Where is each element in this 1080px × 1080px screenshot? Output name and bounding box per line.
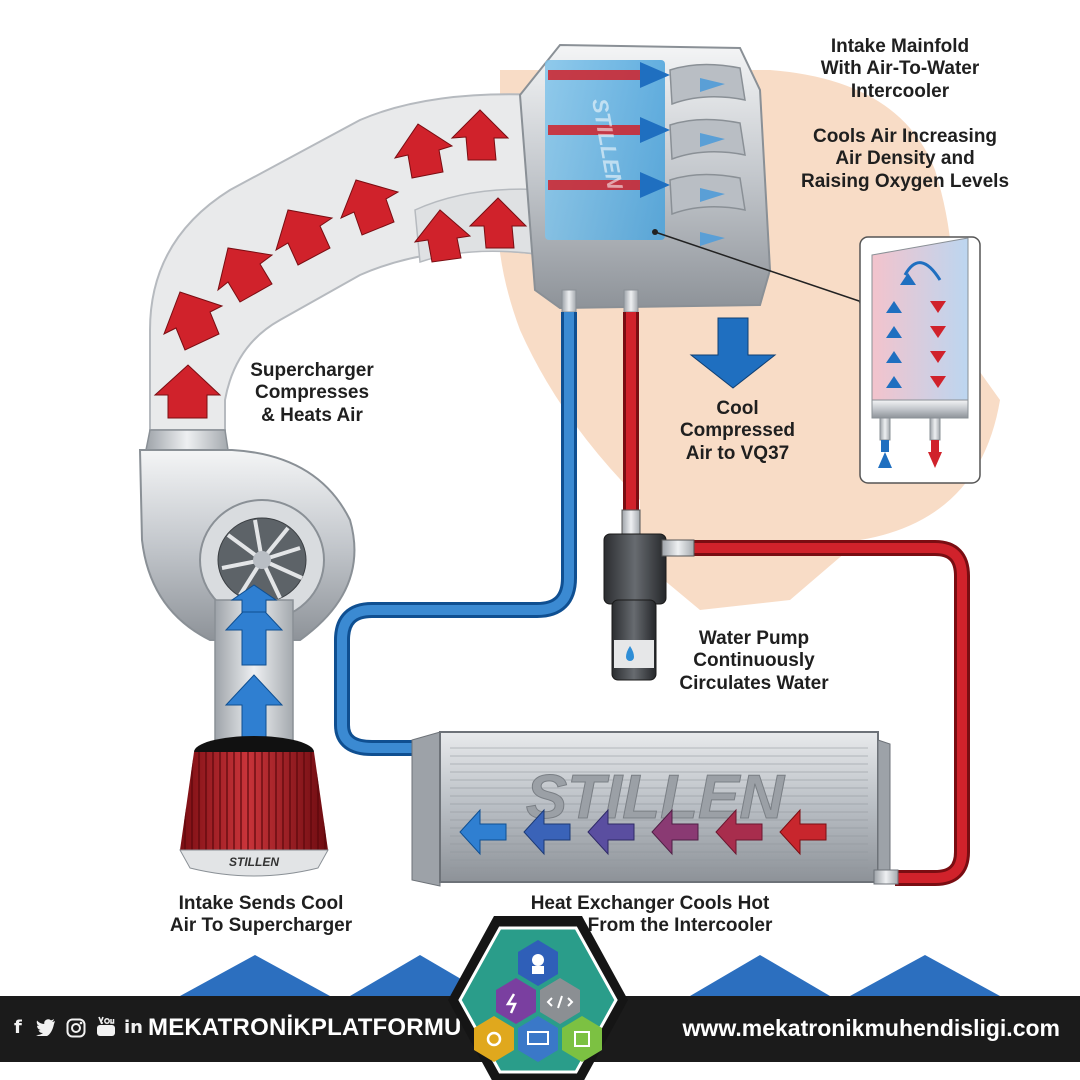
cool-air-label: Cool Compressed Air to VQ37	[660, 398, 815, 465]
cools-label-line: Air Density and	[835, 148, 975, 170]
hot-air-arrow	[450, 109, 510, 161]
intake-arrow	[224, 674, 284, 741]
intake-arrow	[224, 599, 284, 666]
pump-label-line: Continuously	[693, 650, 815, 672]
callout-line	[654, 231, 863, 303]
manifold-label-line: Intake Mainfold	[830, 36, 970, 57]
pump-label: Water Pump Continuously Circulates Water	[658, 628, 850, 695]
exchanger-arrow	[587, 808, 635, 856]
cool-air-label-line: Cool	[716, 398, 759, 419]
linkedin-icon[interactable]: in	[124, 1017, 143, 1038]
hot-air-arrow	[153, 364, 222, 419]
exchanger-arrow	[779, 808, 827, 856]
exchanger-arrows	[459, 808, 827, 856]
facebook-icon[interactable]: f	[14, 1017, 22, 1038]
pump-label-line: Water Pump	[698, 628, 810, 649]
supercharger	[138, 429, 356, 641]
bottom-triangles	[180, 955, 1000, 996]
intake-manifold: STILLEN	[518, 43, 772, 313]
intercooler-inset	[859, 236, 981, 484]
manifold-label: Intake Mainfold With Air-To-Water Interc…	[800, 36, 1000, 103]
exchanger-arrow	[715, 808, 763, 856]
intake-label: Intake Sends Cool Air To Supercharger	[145, 893, 377, 938]
cool-air-arrow	[689, 317, 777, 389]
exchanger-arrow	[459, 808, 507, 856]
cools-label-line: Raising Oxygen Levels	[800, 170, 1010, 192]
hot-air-arrow	[413, 209, 472, 263]
platform-logo	[448, 916, 628, 1080]
exchanger-label: Heat Exchanger Cools Hot From the Interc…	[500, 893, 800, 938]
water-pump	[603, 509, 695, 681]
hot-air-arrows	[153, 109, 528, 419]
cools-label-line: Cools Air Increasing	[812, 126, 998, 147]
youtube-icon[interactable]	[96, 1016, 116, 1038]
exchanger-label-line: From the Intercooler	[587, 915, 773, 937]
cool-air-label-line: Compressed	[679, 420, 796, 442]
exchanger-logo: STILLEN	[526, 763, 786, 832]
brand-name: MEKATRONİKPLATFORMU	[148, 1014, 462, 1041]
pump-label-line: Circulates Water	[679, 672, 829, 694]
hot-air-arrow	[217, 247, 274, 303]
exchanger-arrow	[651, 808, 699, 856]
hot-air-arrow	[393, 123, 454, 179]
exchanger-label-line: Heat Exchanger Cools Hot	[530, 893, 770, 914]
intake-label-line: Intake Sends Cool	[178, 893, 344, 914]
manifold-label-line: With Air-To-Water	[820, 58, 980, 80]
cool-air-label-line: Air to VQ37	[685, 442, 790, 464]
hot-air-arrow	[163, 291, 224, 351]
supercharger-label: Supercharger Compresses & Heats Air	[222, 360, 402, 427]
supercharger-label-line: Compresses	[254, 382, 370, 404]
manifold-label-line: Intercooler	[850, 80, 950, 102]
supercharger-label-line: & Heats Air	[261, 404, 363, 426]
instagram-icon[interactable]	[66, 1018, 86, 1038]
website-link[interactable]: www.mekatronikmuhendisligi.com	[682, 1015, 1060, 1041]
intake-arrow	[230, 584, 278, 613]
hot-air-arrow	[275, 209, 334, 266]
supercharger-label-line: Supercharger	[250, 360, 374, 381]
air-filter: STILLEN	[179, 736, 329, 877]
filter-logo: STILLEN	[229, 855, 279, 869]
twitter-icon[interactable]	[36, 1018, 56, 1036]
exchanger-arrow	[523, 808, 571, 856]
intake-label-line: Air To Supercharger	[169, 915, 353, 937]
intake-arrows	[224, 584, 284, 741]
hot-air-arrow	[340, 179, 400, 236]
heat-exchanger: STILLEN	[411, 731, 899, 887]
hot-air-arrow	[468, 197, 528, 249]
cools-label: Cools Air Increasing Air Density and Rai…	[775, 126, 1035, 193]
